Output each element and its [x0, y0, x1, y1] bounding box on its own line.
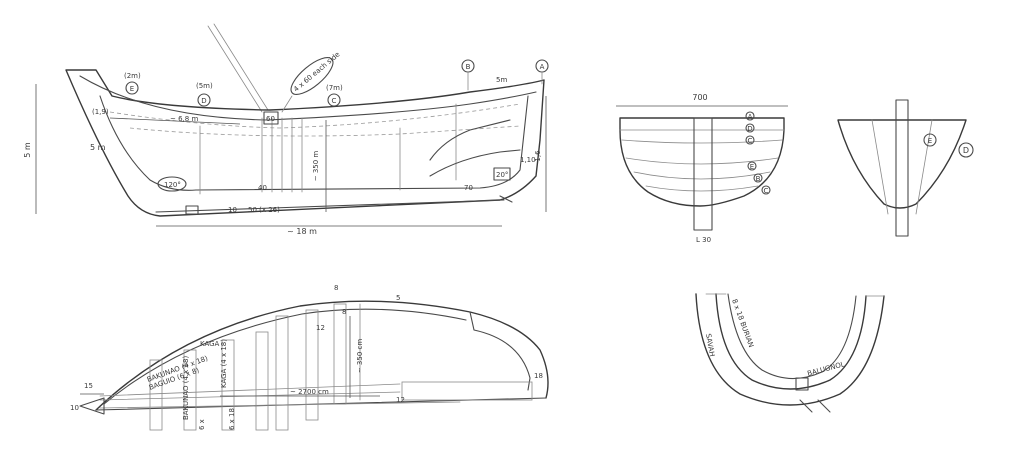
bow-angle-label: 20° — [496, 171, 508, 179]
depth-label: ~ 350 m — [312, 151, 320, 182]
frame-outer-label: SAVAH — [704, 333, 716, 357]
tip-a-label: 15 — [84, 382, 93, 390]
stern-angle-label: 120° — [164, 181, 181, 189]
beam-b-label: 8 — [334, 284, 338, 292]
dim-40-label: 40 — [258, 184, 267, 192]
section-b-label: B — [756, 175, 761, 183]
section-c2-label: C — [764, 187, 769, 195]
section-d-label: D — [747, 125, 752, 133]
beam-e-label: 18 — [534, 372, 543, 380]
station-markers: A B C D E (2m) (5m) (7m) — [124, 59, 549, 107]
stem-length-label: 5 m — [90, 143, 106, 152]
station-a-label: A — [540, 63, 545, 71]
front-section-view: 700 L 30 A D C E B C — [616, 93, 788, 244]
plan-width-label: ~ 350 cm — [356, 339, 364, 374]
section-markers: A D C E B C — [745, 111, 771, 195]
beam-a-label: 5 — [396, 294, 400, 302]
span-a-label: ~ 6,8 m — [170, 115, 198, 123]
beam-c-label: 8 — [342, 308, 346, 316]
rib-e-label: 6 x — [198, 419, 206, 430]
height-left-label: 5 m — [23, 142, 32, 158]
end-d-label: D — [963, 146, 969, 155]
station-b-label: B — [466, 63, 471, 71]
rib-g-label: 12 — [396, 396, 405, 404]
section-c-label: C — [748, 137, 753, 145]
dim-60-label: 60 — [266, 115, 275, 123]
dim-110-label: 1,10 — [520, 156, 536, 164]
end-e-label: E — [928, 137, 932, 145]
rib-c-label: BAKUNAO (4 x 18) — [182, 356, 190, 420]
width-label: 700 — [692, 93, 707, 102]
frame-section-view: SAVAH 8 x 18 BURIAN BALUGNOL — [695, 293, 885, 413]
section-a-label: A — [748, 113, 753, 121]
rib-f-label: 6 x 18 — [228, 408, 236, 430]
dim-70-label: 70 — [464, 184, 473, 192]
tip-b-label: 10 — [70, 404, 79, 412]
section-e-label: E — [750, 163, 754, 171]
length-label: ~ 18 m — [287, 227, 317, 236]
beam-d-label: 12 — [316, 324, 325, 332]
plan-view: ~ 2700 cm ~ 350 cm 5 8 8 12 18 15 10 KAG… — [70, 284, 549, 431]
frame-bottom-label: BALUGNOL — [806, 360, 845, 378]
rib-d-label: KAGA (4 x 18) — [220, 339, 228, 388]
height-right-label: 1,6 — [534, 150, 542, 162]
station-e-label: E — [130, 85, 134, 93]
station-c-label: C — [332, 97, 337, 105]
station-note-2m: (2m) — [124, 72, 141, 80]
dim-3m-label: 5m — [496, 76, 507, 84]
dim-50-label: 50 (x 26) — [248, 206, 280, 214]
station-note-5m: (5m) — [196, 82, 213, 90]
dim-19-label: (1,9) — [92, 108, 109, 116]
side-elevation: 5 m 5 m 1,6 ~ 18 m ~ 350 m ~ 6,8 m 120° … — [23, 23, 549, 236]
plan-length-label: ~ 2700 cm — [290, 388, 329, 396]
keel-label: L 30 — [696, 236, 711, 244]
end-view: E D — [837, 99, 974, 237]
station-d-label: D — [201, 97, 206, 105]
station-note-7m: (7m) — [326, 84, 343, 92]
kaga-label: KAGA — [200, 340, 220, 348]
dim-10-label: 10 — [228, 206, 237, 214]
